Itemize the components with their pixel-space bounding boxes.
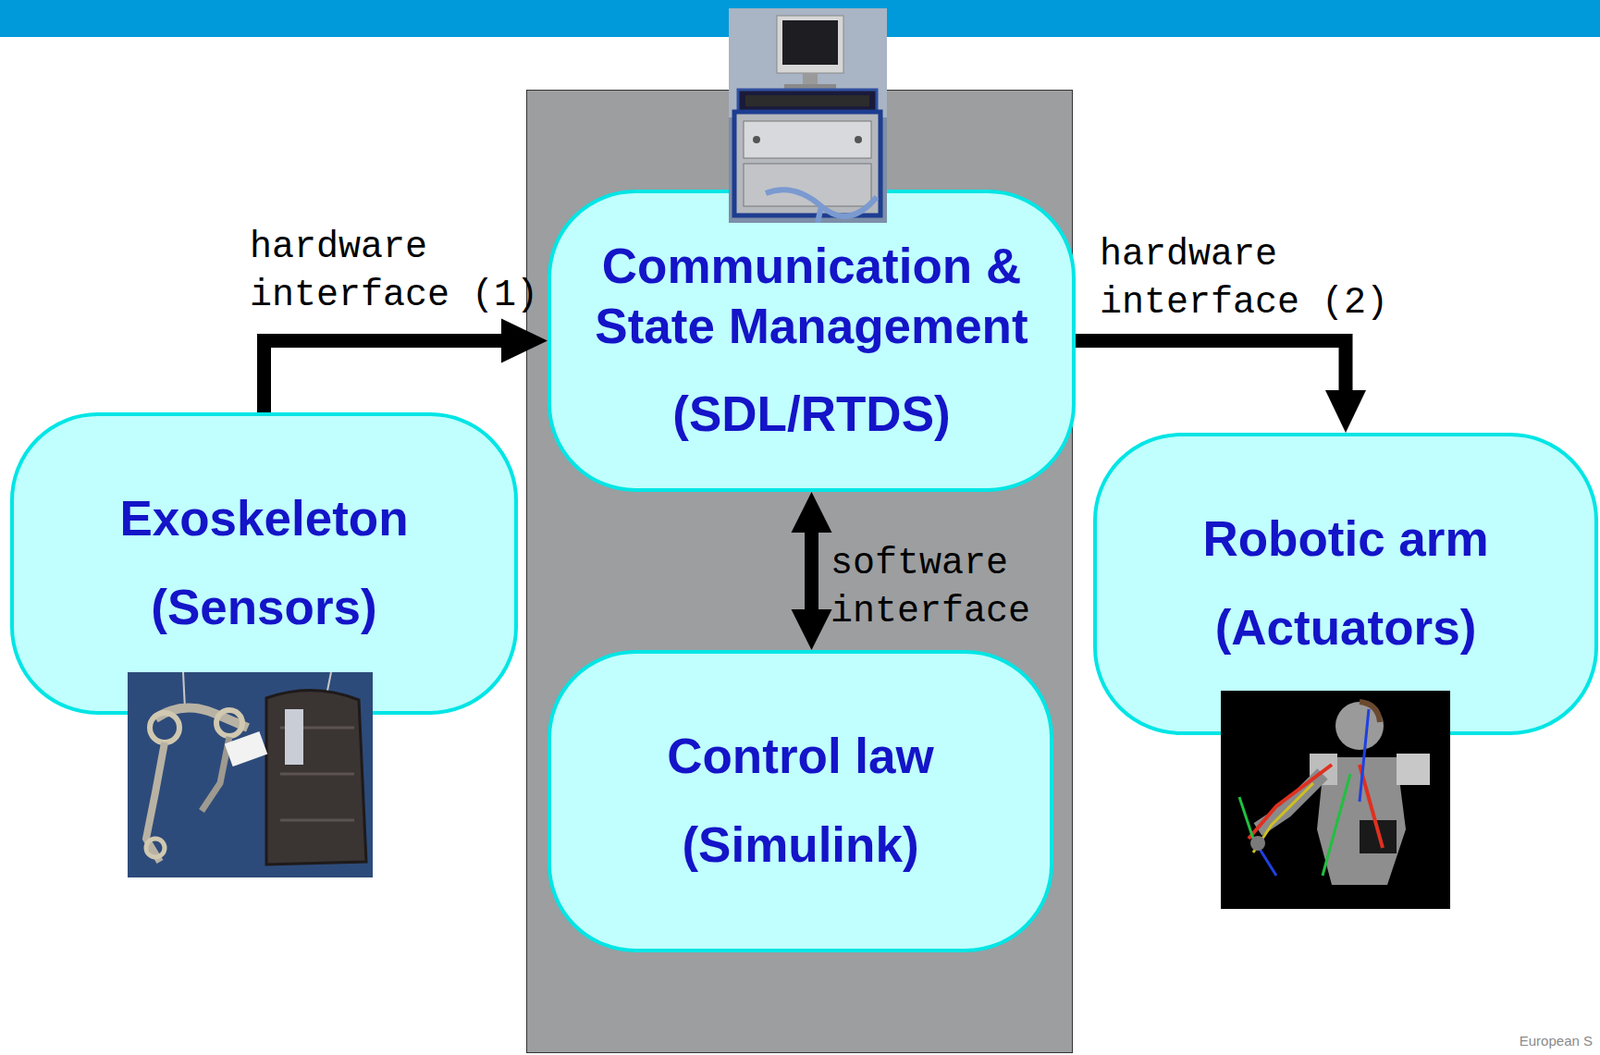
box-title: Exoskeleton [119,489,408,550]
process-box: Exoskeleton (Sensors) [10,412,518,715]
arrow-head [791,492,833,533]
illustration-part [1396,753,1430,786]
computer-photo [728,8,887,223]
arrow-head [1325,390,1367,433]
illustration-part [146,742,165,862]
connector-line [1075,341,1346,394]
illustration-part [266,689,367,865]
box-subtitle: (SDL/RTDS) [672,384,950,445]
box-title: Control law [666,726,935,788]
interface-label: software interface [830,540,1062,637]
illustration-part [1359,709,1369,802]
arrow-head [791,609,833,651]
process-box: Control law (Simulink) [547,650,1054,953]
connector-arrow [791,492,833,651]
illustration-part [743,121,872,159]
illustration-part [745,95,870,107]
exoskeleton-photo [127,672,373,878]
illustration-part [743,163,872,207]
illustration-part [728,8,887,223]
connector-line [804,530,819,612]
illustration-part [738,89,877,112]
illustration-part [224,731,268,767]
footer-watermark: European S [1519,1033,1593,1050]
illustration-part [776,15,844,74]
illustration-part [802,73,818,87]
box-title: Communication & State Management [564,236,1059,357]
illustration-part [734,111,881,216]
illustration-part [149,713,180,743]
box-subtitle: (Actuators) [1215,598,1477,659]
illustration-part [1248,764,1332,839]
illustration-part [1220,690,1451,910]
connector-arrow [1075,341,1367,434]
illustration-part [782,20,838,65]
illustration-part [146,838,165,858]
interface-label: hardware interface (2) [1099,231,1405,328]
illustration-part [854,135,862,144]
robot-render [1220,690,1451,910]
illustration-part [1322,774,1351,876]
connector-arrow [264,319,549,414]
process-box: Robotic arm (Actuators) [1093,432,1599,736]
box-title: Robotic arm [1202,509,1489,570]
illustration-part [127,672,373,878]
illustration-part [817,206,822,223]
illustration-part [752,135,761,144]
box-subtitle: (Sensors) [150,578,377,639]
box-subtitle: (Simulink) [681,815,919,876]
illustration-part [728,8,887,118]
illustration-part [1257,774,1323,830]
connector-line [264,341,505,414]
illustration-part [1250,836,1266,851]
arrow-head [501,319,548,364]
illustration-part [1335,701,1384,751]
interface-label: hardware interface (1) [249,223,555,320]
illustration-part [284,709,304,765]
illustration-part [1239,797,1254,839]
process-box: Communication & State Management (SDL/RTD… [547,189,1076,493]
illustration-part [216,710,243,737]
illustration-part [201,737,230,812]
